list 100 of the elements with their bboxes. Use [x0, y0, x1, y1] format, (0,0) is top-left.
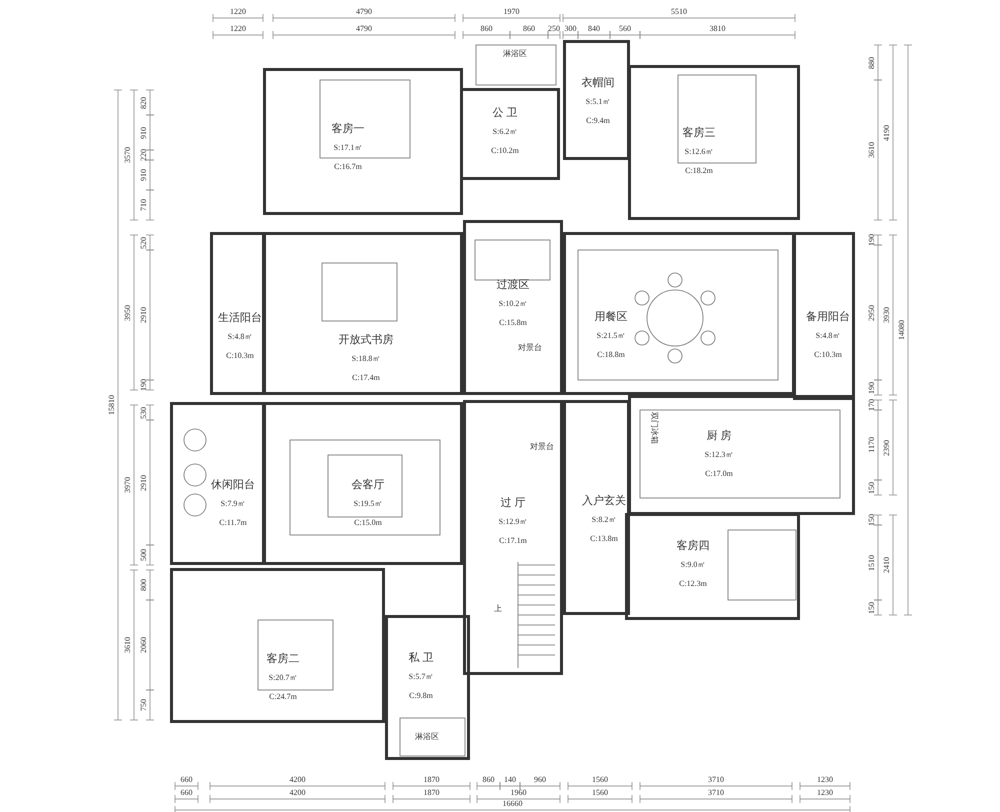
- room-name: 私 卫: [408, 652, 434, 664]
- room-measure: S:10.2㎡: [498, 299, 528, 308]
- dimension-text: 660: [180, 789, 192, 797]
- room-outline: [263, 232, 463, 395]
- dimension-text: 1220: [230, 8, 246, 16]
- dimension-text: 3710: [708, 789, 724, 797]
- dimension-text: 2060: [140, 637, 148, 653]
- room-name: 客房三: [682, 127, 716, 139]
- dimension-text: 860: [482, 776, 494, 784]
- dimension-text: 1230: [817, 776, 833, 784]
- room-name: 入户玄关: [582, 495, 626, 507]
- room-name: 客房四: [676, 540, 710, 552]
- dimension-text: 4790: [356, 8, 372, 16]
- room-name: 备用阳台: [806, 311, 850, 323]
- room-measure: C:17.4m: [352, 372, 380, 382]
- dimension-text: 750: [140, 699, 148, 711]
- dimension-text: 1560: [592, 776, 608, 784]
- room-measure: S:6.2㎡: [492, 127, 518, 136]
- annotation-text: 对景台: [530, 443, 554, 451]
- room-name: 用餐区: [594, 311, 628, 323]
- room-outline: [463, 400, 563, 675]
- room-measure: C:10.3m: [814, 350, 842, 359]
- dimension-text: 560: [619, 25, 631, 33]
- room-name: 过 厅: [500, 497, 526, 509]
- room-measure: S:7.9㎡: [220, 499, 246, 508]
- room-measure: C:18.2m: [685, 166, 713, 175]
- room-measure: S:5.1㎡: [586, 97, 610, 106]
- room-name: 厨 房: [706, 430, 732, 442]
- room-measure: S:12.9㎡: [498, 517, 528, 526]
- room-outline: [563, 40, 630, 160]
- dimension-text: 190: [868, 234, 876, 246]
- dimension-text: 3970: [124, 477, 132, 493]
- dimension-text: 250: [548, 25, 560, 33]
- dimension-text: 1170: [868, 437, 876, 453]
- room-measure: C:11.7m: [219, 518, 247, 527]
- room-outline: [625, 513, 800, 620]
- dimension-text: 2910: [140, 307, 148, 323]
- room-name: 公 卫: [492, 107, 518, 119]
- room-outline: [463, 220, 563, 395]
- dimension-text: 4790: [356, 25, 372, 33]
- dimension-text: 1230: [817, 789, 833, 797]
- dimension-text: 2390: [883, 440, 891, 456]
- dimension-text: 16660: [502, 800, 522, 808]
- room-measure: C:12.3m: [679, 578, 707, 588]
- dimension-text: 880: [868, 56, 876, 68]
- dimension-text: 840: [588, 25, 600, 33]
- room-measure: S:20.7㎡: [268, 673, 298, 682]
- room-measure: S:8.2㎡: [592, 515, 616, 524]
- room-measure: S:5.7㎡: [408, 672, 434, 682]
- dimension-text: 530: [140, 406, 148, 418]
- room-measure: C:17.1m: [499, 536, 527, 545]
- room-measure: S:19.5㎡: [354, 499, 382, 508]
- dimension-text: 860: [523, 25, 535, 33]
- dimension-text: 15810: [108, 395, 116, 415]
- room-measure: S:21.5㎡: [596, 331, 626, 340]
- dimension-text: 710: [140, 199, 148, 211]
- dimension-text: 1220: [230, 25, 246, 33]
- room-name: 客房一: [332, 123, 364, 135]
- room-outline: [170, 402, 265, 565]
- dimension-text: 860: [480, 25, 492, 33]
- room-name: 衣帽间: [582, 77, 614, 89]
- room-measure: S:12.6㎡: [684, 147, 714, 156]
- room-outline: [628, 395, 855, 515]
- dimension-text: 170: [868, 399, 876, 411]
- dimension-text: 960: [534, 776, 546, 784]
- dimension-text: 820: [140, 96, 148, 108]
- dimension-text: 1870: [424, 789, 440, 797]
- dimension-text: 4200: [290, 789, 306, 797]
- room-outline: [170, 568, 385, 723]
- dimension-text: 190: [868, 382, 876, 394]
- room-outline: [263, 402, 463, 565]
- dimension-text: 520: [140, 236, 148, 248]
- room-measure: C:15.8m: [499, 318, 527, 327]
- annotation-text: 对景台: [518, 344, 542, 352]
- room-name: 会客厅: [352, 479, 384, 491]
- room-outline: [460, 88, 560, 180]
- dimension-text: 3810: [710, 25, 726, 33]
- room-measure: C:15.0m: [354, 518, 382, 527]
- dimension-text: 220: [140, 149, 148, 161]
- room-measure: S:9.0㎡: [680, 560, 706, 570]
- dimension-text: 150: [868, 482, 876, 494]
- room-name: 休闲阳台: [211, 479, 255, 491]
- room-measure: C:9.8m: [409, 690, 433, 700]
- dimension-text: 3610: [124, 637, 132, 653]
- room-measure: C:24.7m: [269, 692, 297, 701]
- dimension-text: 14080: [898, 320, 906, 340]
- room-outline: [385, 615, 470, 760]
- room-outline: [563, 232, 795, 395]
- dimension-text: 1970: [504, 8, 520, 16]
- room-measure: C:10.2m: [491, 146, 519, 155]
- annotation-text: 双门冰箱: [650, 412, 658, 444]
- dimension-text: 910: [140, 126, 148, 138]
- annotation-text: 淋浴区: [415, 733, 439, 741]
- dimension-text: 1960: [510, 789, 526, 797]
- room-outline: [628, 65, 800, 220]
- annotation-text: 上: [494, 605, 502, 613]
- room-measure: C:16.7m: [334, 162, 362, 171]
- room-measure: S:12.3㎡: [704, 450, 734, 460]
- dimension-text: 3610: [868, 142, 876, 158]
- room-outline: [263, 68, 463, 215]
